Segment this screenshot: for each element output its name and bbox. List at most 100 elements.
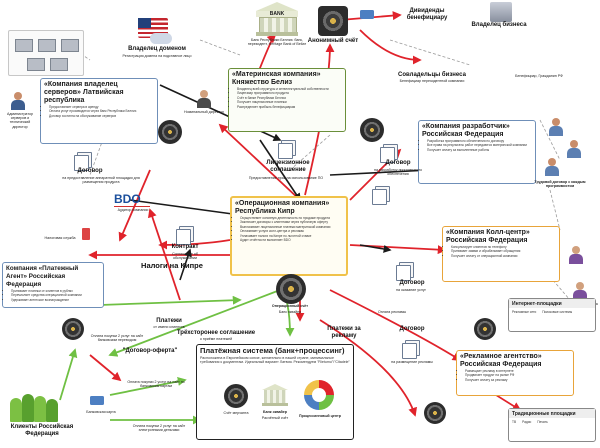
callcenter-title: «Компания Колл-центр» Российская Федерац… xyxy=(446,229,530,244)
operator-person-icon xyxy=(572,282,588,300)
contract-hosting-label: Договор xyxy=(77,168,103,174)
parent-item: Счёт в банке Республики Беллиз xyxy=(237,96,342,101)
developer-person-icon xyxy=(548,118,564,136)
beneficiary-portrait-icon xyxy=(490,2,512,22)
payments-note: от имени клиентов xyxy=(153,325,185,329)
safe-icon xyxy=(276,274,306,304)
developer-person-icon xyxy=(566,140,582,158)
contract-dev-note: на разработку программного обеспечения xyxy=(373,168,423,177)
operating-company-title: «Операционная компания» Республика Кипр xyxy=(235,200,330,215)
safe-icon xyxy=(318,6,348,36)
ad-agency-item: Получает оплату за рекламу xyxy=(465,378,570,383)
admin-person-icon xyxy=(10,92,26,110)
bank-caption: Банк Республики Беллиз: банк, нерезидент… xyxy=(247,38,307,47)
ad-contract-note: на размещение рекламы xyxy=(391,360,433,364)
license-document-icon xyxy=(278,140,296,159)
contract-document-icon xyxy=(372,186,390,205)
operating-item: Заключает договоры с клиентами через пуб… xyxy=(240,221,343,225)
operating-company-box: «Операционная компания» Республика Кипр … xyxy=(230,196,348,276)
contract-document-icon xyxy=(74,152,92,171)
callcenter-box: «Компания Колл-центр» Российская Федерац… xyxy=(442,226,560,282)
ad-traditional-item: Радио xyxy=(522,420,532,424)
safe-icon xyxy=(224,384,248,408)
tripartite-note: о приёме платежей xyxy=(199,337,233,341)
parent-item: Владелец всей структуры и интеллектуальн… xyxy=(237,87,342,92)
developers-company-title: «Компания разработчик» Российская Федера… xyxy=(422,123,510,138)
operating-item: Осуществляет основную деятельность по пр… xyxy=(240,216,343,221)
offer-contract-label: "Договор-оферта" xyxy=(122,348,178,354)
bank-icon xyxy=(262,384,288,406)
bank-card-icon xyxy=(90,396,104,405)
servers-company-title: «Компания владелец серверов» Латвийская … xyxy=(44,81,124,104)
operating-item: Уплачивает налоги на Кипре по льготной с… xyxy=(240,234,343,239)
callcenter-contract-label: Договор xyxy=(399,280,425,286)
bank-card-label: Банковская карта xyxy=(86,410,116,414)
callcenter-contract-note: на оказание услуг xyxy=(396,288,426,292)
servers-item: Предоставляет сервера в аренду xyxy=(49,105,154,110)
ad-traditional-title: Традиционные площадки xyxy=(509,409,595,418)
tripartite-label: Трёхсторонее соглашение xyxy=(176,330,256,336)
cofounders-label: Совладельцы бизнеса xyxy=(398,72,466,78)
operator-person-icon xyxy=(568,246,584,264)
developers-item: Разработка программного обеспечения по д… xyxy=(427,139,532,144)
ad-agency-box: «Рекламное агентство» Российская Федерац… xyxy=(456,350,574,396)
parent-item: Получает лицензионные платежи xyxy=(237,100,342,105)
tax-note: Налоговая служба xyxy=(44,236,76,240)
safe-icon xyxy=(360,118,384,142)
servers-item: Договор хостинга на обслуживание серверо… xyxy=(49,114,154,119)
payment-system-description: Расположена в Европейском союзе, желател… xyxy=(200,356,350,365)
parent-item: Распределяет прибыль бенефициарам xyxy=(237,105,342,110)
cofounders-note: Бенефициар нерезидентной компании xyxy=(399,79,465,83)
ad-traditional-box: Традиционные площадки ТВ Радио Печать xyxy=(508,408,596,442)
ad-note: Оплата рекламы xyxy=(377,310,407,314)
anon-account-label: Анонимный счёт xyxy=(307,38,359,44)
business-owner-label: Владелец бизнеса xyxy=(471,22,527,28)
bank-icon: BANK xyxy=(256,2,298,36)
ad-traditional-item: ТВ xyxy=(512,420,517,424)
license-note: Предоставление прав на использование ПО xyxy=(248,176,324,180)
ad-agency-title: «Рекламное агентство» Российская Федерац… xyxy=(460,353,542,368)
green-payment-arrows xyxy=(59,284,295,425)
ad-agency-item: Продвигает продукт на рынке РФ xyxy=(465,374,570,378)
ops-account-note: Банк эквайер xyxy=(278,310,302,314)
domain-owner-note: Регистрация домена на подставное лицо xyxy=(122,54,192,58)
payment-agent-box: Компания «Платежный Агент» Российская Фе… xyxy=(2,262,104,308)
server-rack-group xyxy=(8,30,84,76)
ad-internet-item: Поисковые системы xyxy=(542,310,573,314)
clients-crowd-icon xyxy=(10,394,58,422)
contract-ops-label: Контракт xyxy=(171,244,199,250)
contract-document-icon xyxy=(380,144,398,163)
ad-payments-label: Платежи за рекламу xyxy=(327,326,361,339)
contract-document-icon xyxy=(396,262,414,281)
clients-label: Клиенты Российская Федерация xyxy=(10,424,74,437)
server-icon xyxy=(61,39,79,52)
dividends-label: Дивиденды бенефициару xyxy=(406,8,448,21)
nominee-label: Номинальный директор xyxy=(184,110,224,114)
payment-agent-title: Компания «Платежный Агент» Российская Фе… xyxy=(6,265,79,288)
parent-company-title: «Материнская компания» Княжество Белиз xyxy=(232,71,321,86)
acquiring-bank-label: Банк эквайер xyxy=(263,410,287,414)
operating-item: Аудит отчётности выполняет BDO xyxy=(240,238,343,243)
bank-card-icon xyxy=(360,10,374,19)
ad-internet-item: Рекламные сети xyxy=(512,310,537,314)
ad-internet-box: Интернет-площадки Рекламные сети Поисков… xyxy=(508,298,596,332)
server-icon xyxy=(27,58,45,71)
developer-person-icon xyxy=(544,158,560,176)
developers-item: Получает оплату за выполненные работы xyxy=(427,148,532,153)
processing-label: Процессинговый центр xyxy=(299,414,341,418)
ad-contract-label: Договор xyxy=(399,326,425,332)
ad-agency-item: Размещает рекламу в интернете xyxy=(465,369,570,374)
domain-owner-label: Владелец доменом xyxy=(128,46,186,52)
payment-system-title: Платёжная система (банк+процессинг) xyxy=(200,346,345,355)
payment-agent-item: Перечисляет средства операционной компан… xyxy=(11,294,100,298)
merchant-account-label: Счёт мерчанта xyxy=(223,411,249,415)
parent-item: Лицензиар программного продукта xyxy=(237,92,342,96)
client-pay-transfer: Оплата покупки 2 услуг на сайт банковски… xyxy=(90,334,144,343)
safe-icon xyxy=(424,402,446,424)
ops-account-label: Операционный счёт xyxy=(271,304,309,308)
ad-traditional-item: Печать xyxy=(537,420,548,424)
contract-document-icon xyxy=(402,340,420,359)
developer-contract-note: Трудовой договор с каждым программистом xyxy=(534,180,586,189)
callcenter-item: Принимает заявки и обрабатывает обращени… xyxy=(451,250,556,254)
